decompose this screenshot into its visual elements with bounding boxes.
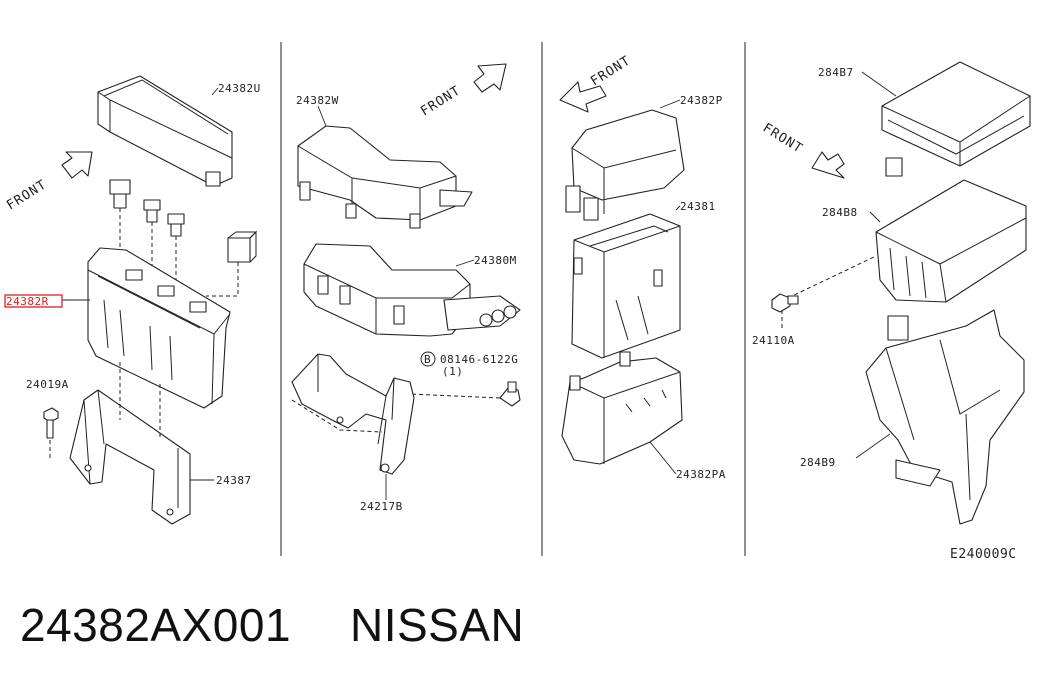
panel-4: 284B7 FRONT 284B8 24110A [752,61,1031,525]
label-24382U: 24382U [218,82,261,95]
label-284B7: 284B7 [818,66,854,79]
panel-1: FRONT 24382U [4,75,261,525]
label-24382R: 24382R [6,295,49,308]
highlight-box [4,294,63,308]
label-24382W: 24382W [296,94,339,107]
case-base [561,351,683,465]
front-arrow-icon [473,63,507,93]
label-24381: 24381 [680,200,716,213]
front-label: FRONT [4,177,49,213]
front-label: FRONT [588,53,633,89]
bolt-symbol-letter: B [424,353,431,366]
bolt-icon [771,293,799,313]
bracket [69,389,191,525]
module-tray [875,179,1027,303]
bolt-symbol-icon: B [420,351,436,367]
fuse-icon [167,213,185,237]
label-24382P: 24382P [680,94,723,107]
fuse-icon [143,199,161,223]
label-08146-6122G: 08146-6122G [440,353,518,366]
part-number-caption: 24382AX001 [20,599,292,651]
label-24019A: 24019A [26,378,69,391]
relay-box-cover [297,125,473,229]
label-24387: 24387 [216,474,252,487]
bolt-icon [43,407,59,439]
brand-caption: NISSAN [350,599,525,651]
diagram-code: E240009C [950,547,1017,562]
label-284B8: 284B8 [822,206,858,219]
label-24110A: 24110A [752,334,795,347]
label-quantity: (1) [442,365,463,378]
control-module [881,61,1031,177]
relay-box [303,243,521,337]
case-body [571,213,681,359]
fuse-icon [109,179,131,209]
fuse-box-body [87,247,231,409]
front-label: FRONT [418,83,463,119]
label-24217B: 24217B [360,500,403,513]
panel-2: 24382W FRONT [291,63,521,513]
label-24382PA: 24382PA [676,468,726,481]
fuse-box-cover [97,75,233,187]
label-284B9: 284B9 [800,456,836,469]
panel-3: FRONT 24382P 24381 [559,53,726,481]
front-arrow-icon [61,151,93,179]
front-label: FRONT [760,121,805,157]
front-arrow-icon [811,151,845,179]
module-bracket [865,309,1025,525]
front-arrow-icon [559,81,607,113]
upper-cover [565,109,685,221]
bolt-icon [499,381,521,407]
mounting-bracket [291,353,415,475]
relay-icon [227,230,258,263]
label-24380M: 24380M [474,254,517,267]
